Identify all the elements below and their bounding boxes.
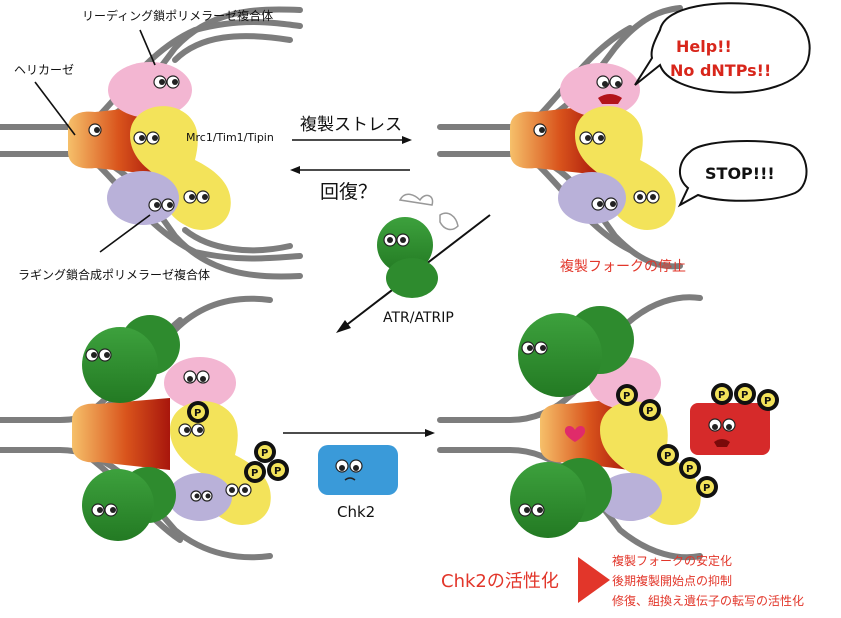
- atr-arrow: ATR/ATRIP: [336, 193, 491, 333]
- lagging-polymerase-stalled: [558, 172, 626, 224]
- lagging-polymerase: [107, 171, 179, 225]
- phospho-label: P: [664, 451, 671, 462]
- outcome-3: 修復、組換え遺伝子の転写の活性化: [612, 593, 804, 608]
- atr-cluster-bottom: [82, 467, 176, 541]
- atr-cluster-top: [82, 315, 180, 403]
- atr-protein: [377, 193, 459, 298]
- panel-normal-fork: リーディング鎖ポリメラーゼ複合体 ヘリカーゼ Mrc1/Tim1/Tipin ラ…: [0, 6, 303, 282]
- helicase-atr: [72, 398, 170, 470]
- help-text-line2: No dNTPs!!: [670, 61, 771, 80]
- leading-polymerase-stalled: [560, 63, 640, 117]
- help-bubble: Help!! No dNTPs!!: [634, 2, 811, 94]
- outcome-1: 複製フォークの安定化: [612, 553, 732, 568]
- label-atr: ATR/ATRIP: [383, 310, 454, 326]
- stress-arrows: 複製ストレス 回復？: [290, 115, 412, 203]
- atr-cluster-top-right: [518, 306, 634, 397]
- heart-icon: [564, 426, 586, 442]
- chk2-arrow: Chk2: [283, 429, 435, 521]
- atr-cluster-bottom-right: [510, 458, 612, 538]
- phospho-label: P: [261, 448, 268, 459]
- stop-text: STOP!!!: [705, 164, 775, 183]
- leader-lines: [34, 29, 156, 253]
- stop-bubble: STOP!!!: [677, 139, 808, 208]
- phospho-label: P: [194, 408, 201, 419]
- mrc1-activated: [600, 401, 701, 525]
- phospho-label: P: [251, 468, 258, 479]
- label-recovery: 回復？: [320, 181, 377, 203]
- phospho-label: P: [646, 406, 653, 417]
- face-eyes: [88, 75, 210, 212]
- phospho-label: P: [274, 466, 281, 477]
- panel-atr-bound: P P P P: [0, 295, 289, 561]
- helicase-stalled: [510, 105, 600, 175]
- phospho-label: P: [764, 396, 771, 407]
- phospho-label: P: [741, 390, 748, 401]
- activation-summary: Chk2の活性化 複製フォークの安定化 後期複製開始点の抑制 修復、組換え遺伝子…: [441, 553, 804, 608]
- label-chk2: Chk2: [337, 503, 375, 521]
- label-chk2-activation: Chk2の活性化: [441, 571, 559, 592]
- triangle-arrow-icon: [578, 557, 610, 603]
- panel-chk2-activated: P P P P P P P P: [437, 294, 779, 561]
- panel-stalled-fork: Help!! No dNTPs!! STOP!!! 複製フォークの停止: [437, 2, 811, 275]
- phospho-label: P: [703, 483, 710, 494]
- label-lagging-polymerase: ラギング鎖合成ポリメラーゼ複合体: [18, 267, 210, 282]
- outcome-2: 後期複製開始点の抑制: [612, 573, 732, 588]
- label-mrc1: Mrc1/Tim1/Tipin: [186, 131, 274, 144]
- phospho-label: P: [686, 464, 693, 475]
- label-leading-polymerase: リーディング鎖ポリメラーゼ複合体: [82, 8, 273, 23]
- label-helicase: ヘリカーゼ: [14, 63, 74, 77]
- phospho-label: P: [718, 390, 725, 401]
- label-replication-stress: 複製ストレス: [300, 115, 402, 135]
- phospho-label: P: [623, 391, 630, 402]
- help-text-line1: Help!!: [676, 37, 732, 56]
- label-fork-stalling: 複製フォークの停止: [560, 258, 686, 275]
- phospho-marks-left: P P P P: [187, 401, 289, 483]
- phospho-marks-right: P P P P P P P P: [616, 383, 779, 498]
